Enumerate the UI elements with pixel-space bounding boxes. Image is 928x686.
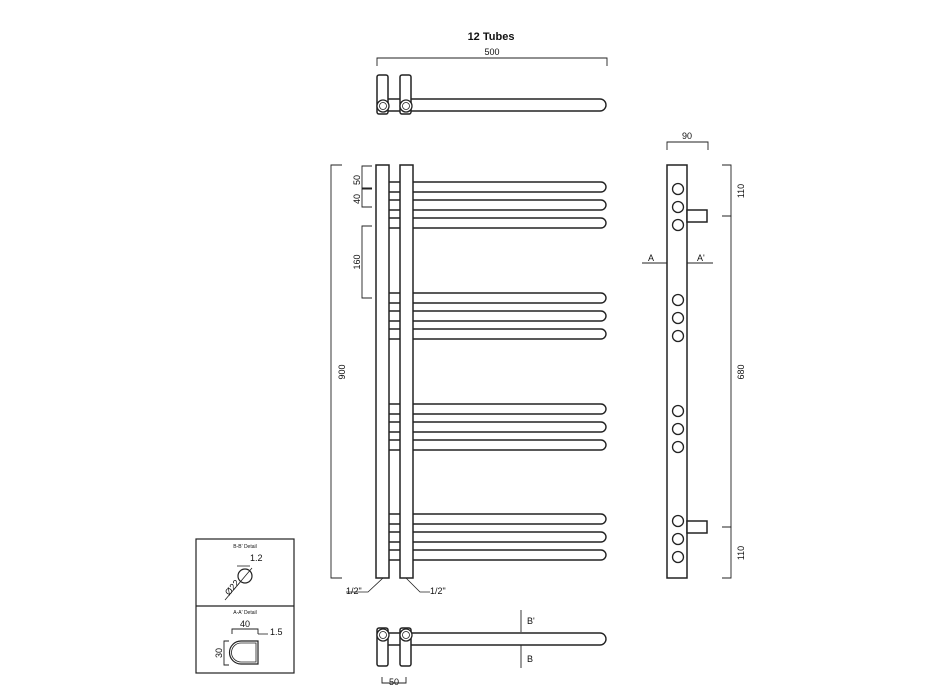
group-gap-dimension-line bbox=[361, 225, 372, 299]
aa-bar-section-inner bbox=[231, 642, 257, 663]
centres-dimension-line bbox=[722, 215, 732, 528]
front-view: 900 50 40 160 1/2" 1/2" bbox=[330, 164, 607, 596]
centres-label: 680 bbox=[736, 364, 746, 379]
tube-9 bbox=[382, 439, 607, 451]
section-a-prime-label: A' bbox=[697, 253, 705, 263]
left-vertical-bar bbox=[375, 164, 390, 579]
tube-end-11 bbox=[671, 532, 685, 546]
aa-height-label: 30 bbox=[214, 648, 224, 658]
top-wall-bracket bbox=[686, 209, 708, 223]
height-label: 900 bbox=[337, 364, 347, 379]
top-offset-dimension-line bbox=[722, 164, 732, 217]
bottom-width-dimension-line bbox=[381, 677, 407, 684]
tube-end-7 bbox=[671, 404, 685, 418]
tube-1 bbox=[382, 181, 607, 193]
spacing-label: 40 bbox=[352, 194, 362, 204]
side-depth-label: 90 bbox=[682, 131, 692, 141]
section-b-label: B bbox=[527, 654, 533, 664]
tube-7 bbox=[382, 403, 607, 415]
bottom-view-right-pipe bbox=[399, 628, 413, 642]
section-b-prime-label: B' bbox=[527, 616, 535, 626]
first-gap-dimension-line bbox=[361, 165, 372, 189]
detail-box: B-B' Detail Ø22 1.2 A-A' Detail 40 1.5 3… bbox=[195, 538, 295, 674]
right-vertical-bar bbox=[399, 164, 414, 579]
drawing-title: 12 Tubes bbox=[468, 31, 515, 43]
top-width-label: 500 bbox=[484, 47, 499, 57]
bb-detail-title: B-B' Detail bbox=[233, 544, 256, 550]
tube-5 bbox=[382, 310, 607, 322]
top-width-dimension-line bbox=[376, 57, 608, 66]
tube-end-2 bbox=[671, 200, 685, 214]
tube-3 bbox=[382, 217, 607, 229]
left-connection-leader bbox=[346, 577, 384, 593]
aa-detail-title: A-A' Detail bbox=[233, 610, 256, 616]
spacing-dimension-line bbox=[361, 188, 372, 208]
tube-10 bbox=[382, 513, 607, 525]
bottom-wall-bracket bbox=[686, 520, 708, 534]
tube-end-8 bbox=[671, 422, 685, 436]
tube-end-5 bbox=[671, 311, 685, 325]
right-connection-label: 1/2" bbox=[430, 586, 446, 596]
side-depth-dimension-line bbox=[666, 141, 709, 150]
tube-end-3 bbox=[671, 218, 685, 232]
side-view-bar bbox=[666, 164, 688, 579]
aa-width-dimension-line bbox=[231, 628, 259, 634]
bb-tube-section bbox=[237, 568, 253, 584]
bottom-offset-label: 110 bbox=[736, 546, 746, 560]
top-view: 500 bbox=[376, 47, 608, 115]
height-dimension-line bbox=[330, 164, 342, 579]
aa-height-dimension-line bbox=[223, 640, 229, 666]
bottom-width-label: 50 bbox=[389, 677, 399, 686]
tube-4 bbox=[382, 292, 607, 304]
tube-end-10 bbox=[671, 514, 685, 528]
bottom-offset-dimension-line bbox=[722, 526, 732, 579]
tube-2 bbox=[382, 199, 607, 211]
bottom-view-left-pipe bbox=[376, 628, 390, 642]
tube-end-6 bbox=[671, 329, 685, 343]
tube-6 bbox=[382, 328, 607, 340]
bb-diameter-leader bbox=[224, 567, 253, 601]
aa-bar-section-outer bbox=[228, 640, 259, 665]
aa-width-label: 40 bbox=[240, 619, 250, 629]
tube-end-9 bbox=[671, 440, 685, 454]
first-gap-label: 50 bbox=[352, 175, 362, 185]
tube-11 bbox=[382, 531, 607, 543]
right-connection-leader bbox=[405, 577, 430, 593]
bb-diameter-label: Ø22 bbox=[223, 578, 242, 597]
top-offset-label: 110 bbox=[736, 184, 746, 198]
aa-wall-label: 1.5 bbox=[270, 627, 283, 637]
group-gap-label: 160 bbox=[352, 254, 362, 269]
top-view-right-pipe bbox=[399, 99, 413, 113]
heating-tubes bbox=[382, 181, 607, 561]
side-view-tube-ends bbox=[671, 182, 685, 564]
top-view-tube bbox=[384, 98, 607, 112]
tube-12 bbox=[382, 549, 607, 561]
bb-wall-label: 1.2 bbox=[250, 553, 263, 563]
section-a-label: A bbox=[648, 253, 654, 263]
tube-8 bbox=[382, 421, 607, 433]
left-connection-label: 1/2" bbox=[346, 586, 362, 596]
bottom-view-tube bbox=[384, 632, 607, 646]
tube-end-1 bbox=[671, 182, 685, 196]
bottom-view: B' B 50 bbox=[376, 610, 607, 686]
side-view: 90 110 680 110 A A' bbox=[642, 131, 746, 579]
tube-end-12 bbox=[671, 550, 685, 564]
top-view-left-pipe bbox=[376, 99, 390, 113]
tube-end-4 bbox=[671, 293, 685, 307]
